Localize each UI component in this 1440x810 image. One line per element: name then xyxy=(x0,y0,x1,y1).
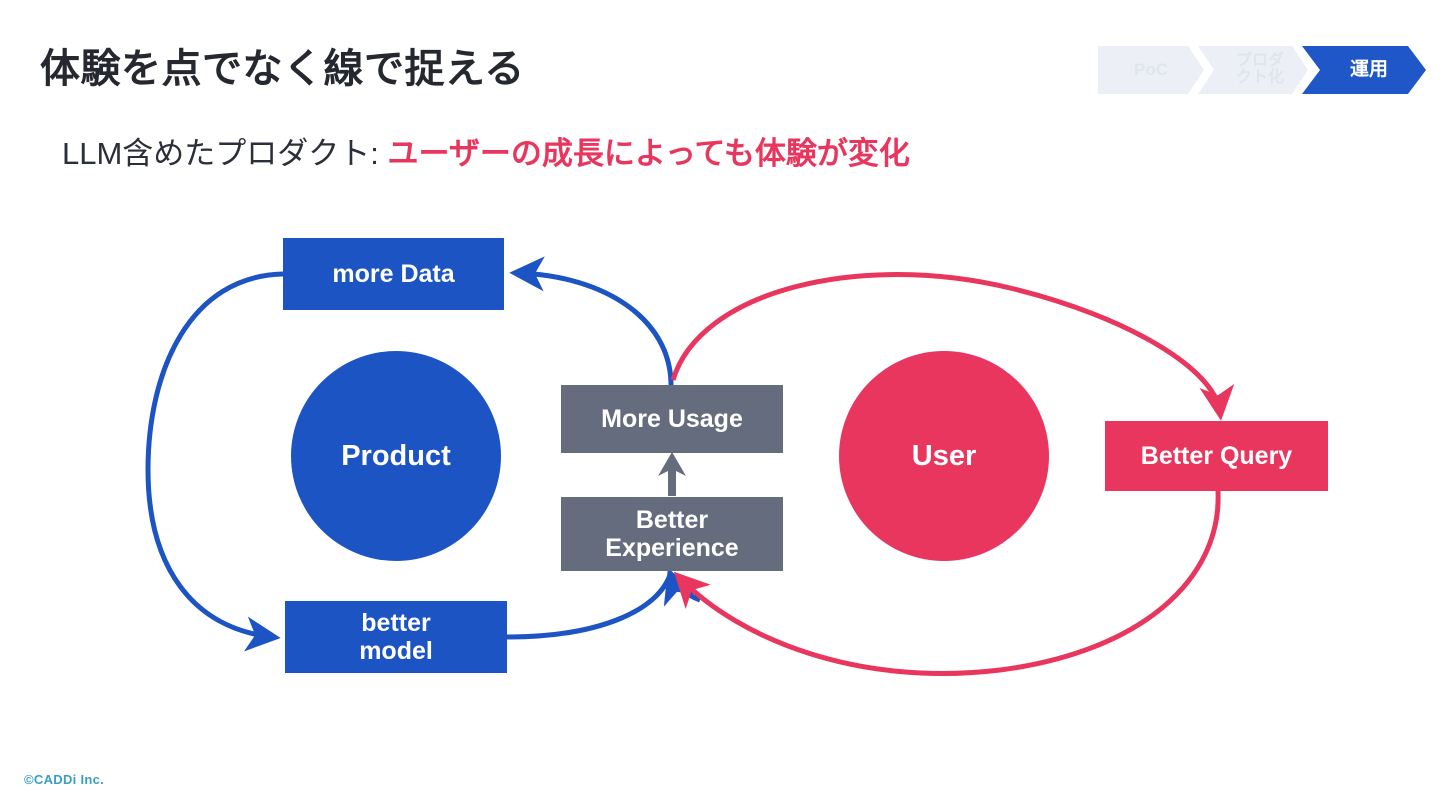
phase-breadcrumb: PoC プロダ クト化 運用 xyxy=(1098,46,1428,94)
node-more-data[interactable]: more Data xyxy=(283,238,504,310)
phase-step-operation[interactable]: 運用 xyxy=(1302,46,1426,94)
edge-arrow-into-better-experience-blue xyxy=(663,567,701,607)
arrow-head-gray xyxy=(658,452,686,496)
edge-more-usage-to-more-data xyxy=(509,256,674,386)
flywheel-diagram: more Data Product better model More Usag… xyxy=(0,180,1440,720)
phase-step-productization-label: プロダ クト化 xyxy=(1235,52,1284,86)
node-more-usage[interactable]: More Usage xyxy=(561,385,783,453)
edge-more-usage-to-better-query xyxy=(670,272,1235,421)
edge-better-query-to-better-experience xyxy=(673,490,1221,676)
node-product[interactable]: Product xyxy=(291,351,501,561)
phase-step-operation-label: 運用 xyxy=(1349,59,1388,81)
edge-better-model-to-more-usage xyxy=(506,571,674,640)
node-better-experience[interactable]: Better Experience xyxy=(561,497,783,571)
phase-step-poc[interactable]: PoC xyxy=(1098,46,1204,94)
phase-step-poc-label: PoC xyxy=(1134,60,1168,80)
subtitle-accent: ユーザーの成長によっても体験が変化 xyxy=(387,136,910,171)
node-better-query[interactable]: Better Query xyxy=(1105,421,1328,491)
phase-step-productization[interactable]: プロダ クト化 xyxy=(1198,46,1308,94)
node-user[interactable]: User xyxy=(839,351,1049,561)
node-better-model[interactable]: better model xyxy=(285,601,507,673)
page-title: 体験を点でなく線で捉える xyxy=(40,47,525,91)
footer-copyright: ©CADDi Inc. xyxy=(24,772,105,787)
diagram-edges xyxy=(145,256,1235,676)
subtitle: LLM含めたプロダクト: ユーザーの成長によっても体験が変化 xyxy=(62,128,910,173)
edge-more-data-to-better-model xyxy=(145,271,284,652)
subtitle-lead: LLM含めたプロダクト: xyxy=(62,136,388,171)
